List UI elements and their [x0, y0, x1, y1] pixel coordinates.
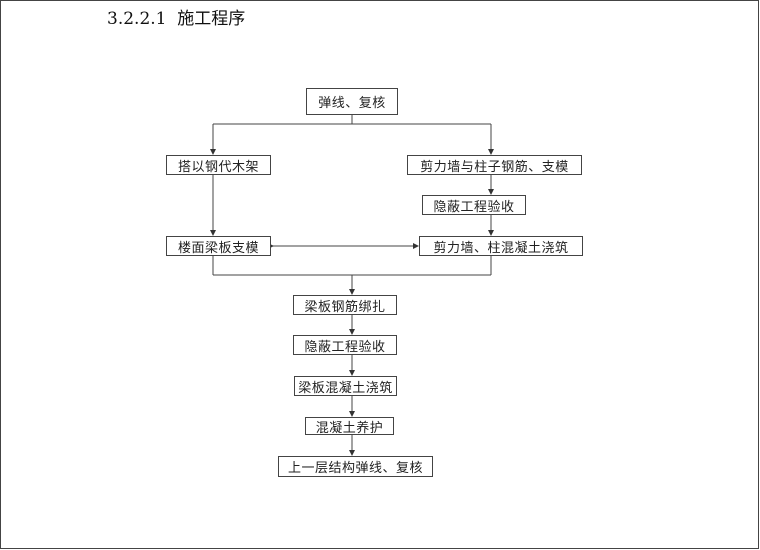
flow-box-right2: 隐蔽工程验收	[422, 195, 526, 215]
flow-box-right1: 剪力墙与柱子钢筋、支模	[407, 155, 582, 175]
flow-box-step2: 隐蔽工程验收	[293, 335, 397, 355]
section-heading: 3.2.2.1 施工程序	[107, 4, 245, 29]
section-number: 3.2.2.1	[107, 9, 167, 29]
flow-box-left1: 搭以钢代木架	[166, 155, 271, 175]
section-title: 施工程序	[177, 9, 246, 29]
flow-box-start: 弹线、复核	[306, 88, 398, 115]
flow-box-step3: 梁板混凝土浇筑	[294, 376, 397, 396]
flow-box-right3: 剪力墙、柱混凝土浇筑	[419, 236, 583, 256]
flow-box-step1: 梁板钢筋绑扎	[293, 295, 397, 315]
flow-box-step5: 上一层结构弹线、复核	[278, 456, 433, 477]
flow-box-left2: 楼面梁板支模	[166, 236, 271, 256]
flow-box-step4: 混凝土养护	[305, 417, 394, 436]
